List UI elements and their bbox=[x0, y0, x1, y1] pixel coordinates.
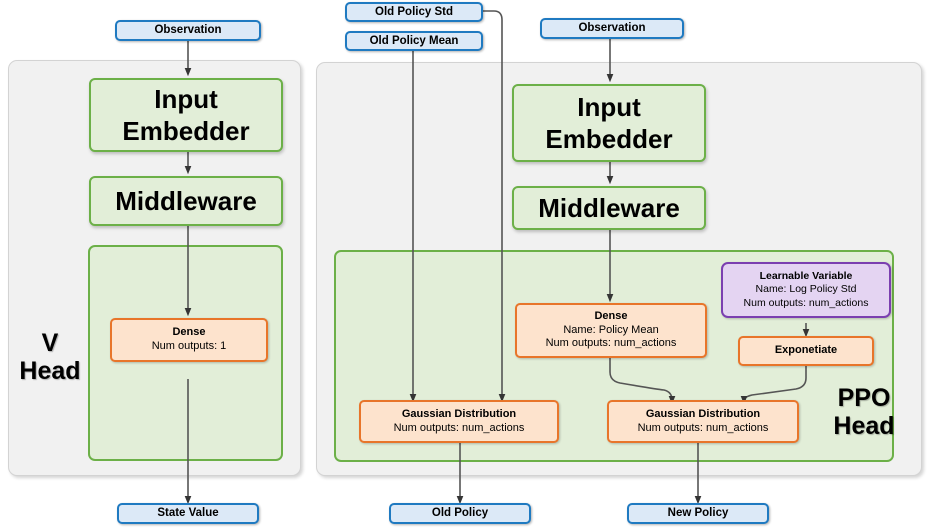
gaussian-new-type: Gaussian Distribution bbox=[645, 407, 761, 420]
v-head-label-line1: V bbox=[41, 329, 59, 357]
ppo-middleware-label: Middleware bbox=[538, 192, 680, 223]
output-old-policy[interactable]: Old Policy bbox=[389, 503, 531, 524]
learnable-variable-num-outputs: Num outputs: num_actions bbox=[743, 296, 869, 309]
v-dense-num-outputs: Num outputs: 1 bbox=[151, 340, 227, 352]
learnable-variable-name: Name: Log Policy Std bbox=[755, 283, 857, 296]
gaussian-old-num-outputs: Num outputs: num_actions bbox=[393, 421, 525, 434]
learnable-variable-block[interactable]: Learnable Variable Name: Log Policy Std … bbox=[721, 262, 891, 318]
gaussian-old-type: Gaussian Distribution bbox=[401, 407, 517, 420]
v-input-embedder-block[interactable]: Input Embedder bbox=[89, 78, 283, 152]
output-new-policy[interactable]: New Policy bbox=[627, 503, 769, 524]
output-state-value-label: State Value bbox=[157, 507, 219, 520]
ppo-input-embedder-block[interactable]: Input Embedder bbox=[512, 84, 706, 162]
v-dense-type: Dense bbox=[172, 326, 206, 339]
gaussian-distribution-old-block[interactable]: Gaussian Distribution Num outputs: num_a… bbox=[359, 400, 559, 443]
input-old-policy-mean-label: Old Policy Mean bbox=[369, 34, 459, 47]
v-input-embedder-label: Input Embedder bbox=[122, 83, 250, 147]
input-old-policy-mean[interactable]: Old Policy Mean bbox=[345, 31, 483, 51]
gaussian-new-num-outputs: Num outputs: num_actions bbox=[637, 421, 769, 434]
v-middleware-block[interactable]: Middleware bbox=[89, 176, 283, 226]
v-head-label: V Head bbox=[14, 329, 86, 385]
exponetiate-block[interactable]: Exponetiate bbox=[738, 336, 874, 366]
ppo-middleware-block[interactable]: Middleware bbox=[512, 186, 706, 230]
ppo-dense-policy-mean-block[interactable]: Dense Name: Policy Mean Num outputs: num… bbox=[515, 303, 707, 358]
ppo-head-label-line1: PPO bbox=[837, 384, 891, 412]
input-old-policy-std-label: Old Policy Std bbox=[375, 5, 453, 18]
input-observation-v[interactable]: Observation bbox=[115, 20, 261, 41]
input-observation-v-label: Observation bbox=[154, 24, 222, 37]
v-head-label-line2: Head bbox=[19, 356, 81, 385]
ppo-head-label: PPO Head bbox=[812, 384, 916, 440]
input-old-policy-std[interactable]: Old Policy Std bbox=[345, 2, 483, 22]
input-observation-ppo[interactable]: Observation bbox=[540, 18, 684, 39]
v-dense-block[interactable]: Dense Num outputs: 1 bbox=[110, 318, 268, 362]
output-new-policy-label: New Policy bbox=[667, 507, 729, 520]
gaussian-distribution-new-block[interactable]: Gaussian Distribution Num outputs: num_a… bbox=[607, 400, 799, 443]
learnable-variable-type: Learnable Variable bbox=[759, 270, 853, 283]
exponetiate-label: Exponetiate bbox=[774, 344, 838, 357]
ppo-dense-type: Dense bbox=[594, 309, 628, 322]
output-state-value[interactable]: State Value bbox=[117, 503, 259, 524]
ppo-dense-num-outputs: Num outputs: num_actions bbox=[545, 337, 677, 350]
output-old-policy-label: Old Policy bbox=[431, 507, 489, 520]
input-observation-ppo-label: Observation bbox=[578, 22, 646, 35]
ppo-head-label-line2: Head bbox=[833, 411, 895, 440]
v-middleware-label: Middleware bbox=[115, 185, 257, 216]
ppo-input-embedder-label: Input Embedder bbox=[545, 91, 673, 155]
ppo-dense-name: Name: Policy Mean bbox=[563, 323, 659, 336]
